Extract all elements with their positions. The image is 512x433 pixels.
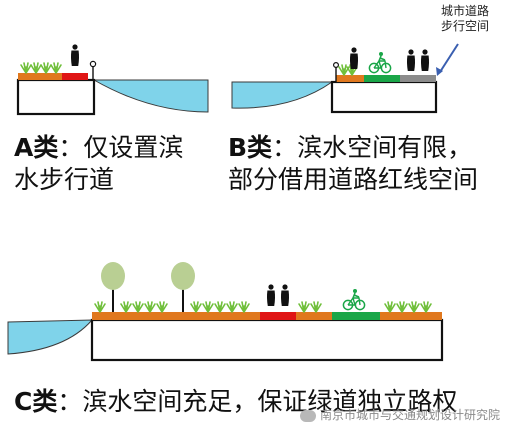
bike-lane-c [332,312,380,320]
cyclist-icon [368,51,392,74]
type-a-label: A类 [14,133,59,162]
embankment-a [16,78,96,116]
type-c-desc: ：滨水空间充足，保证绿道独立路权 [57,387,458,416]
bike-lane-b [364,75,400,82]
panel-c-illustration [7,261,444,362]
planting-strip-b [336,75,364,82]
type-b-desc-2: 部分借用道路红线空间 [228,165,479,194]
callout-arrow-icon [436,43,459,76]
grass-icon [20,62,62,74]
type-a-desc-1: ：仅设置滨 [58,133,184,162]
callout-line-1: 城市道路 [440,4,489,18]
pedestrian-icon [406,49,430,71]
walkway-a [62,73,88,80]
panel-a-caption: A类：仅设置滨 水步行道 [14,132,224,196]
panel-b-caption: B类：滨水空间有限， 部分借用道路红线空间 [228,132,512,196]
type-b-desc-1: ：滨水空间有限， [272,133,473,162]
embankment-b [330,80,438,114]
panel-a-illustration [16,44,209,116]
road-sidewalk-b [400,75,436,82]
walkway-c [260,312,296,320]
pedestrian-icon [349,47,359,69]
type-a-desc-2: 水步行道 [14,165,115,194]
type-c-label: C类 [14,387,58,416]
grass-icon [94,301,432,313]
watermark: 南京市城市与交通规划设计研究院 [300,406,500,423]
water-c [7,319,94,355]
callout-line-2: 步行空间 [440,19,489,33]
planting-strip-c-right [380,312,442,320]
planting-strip-c-left [92,312,260,320]
lamp-post-icon [89,60,97,80]
pedestrian-icon [70,44,80,66]
type-b-label: B类 [228,133,273,162]
wechat-icon [300,409,316,422]
lamp-post-icon [333,61,340,82]
watermark-text: 南京市城市与交通规划设计研究院 [320,408,501,422]
water-a [92,79,209,113]
planting-strip-c-mid [296,312,332,320]
road-sidewalk-callout: 城市道路 步行空间 [420,4,510,34]
pedestrian-icon [266,284,290,306]
embankment-c [90,318,444,362]
water-b [231,81,334,109]
panel-c-caption: C类：滨水空间充足，保证绿道独立路权 [14,386,512,418]
planting-strip-a [18,73,62,80]
panel-b-illustration [231,43,459,114]
cyclist-icon [342,288,366,311]
